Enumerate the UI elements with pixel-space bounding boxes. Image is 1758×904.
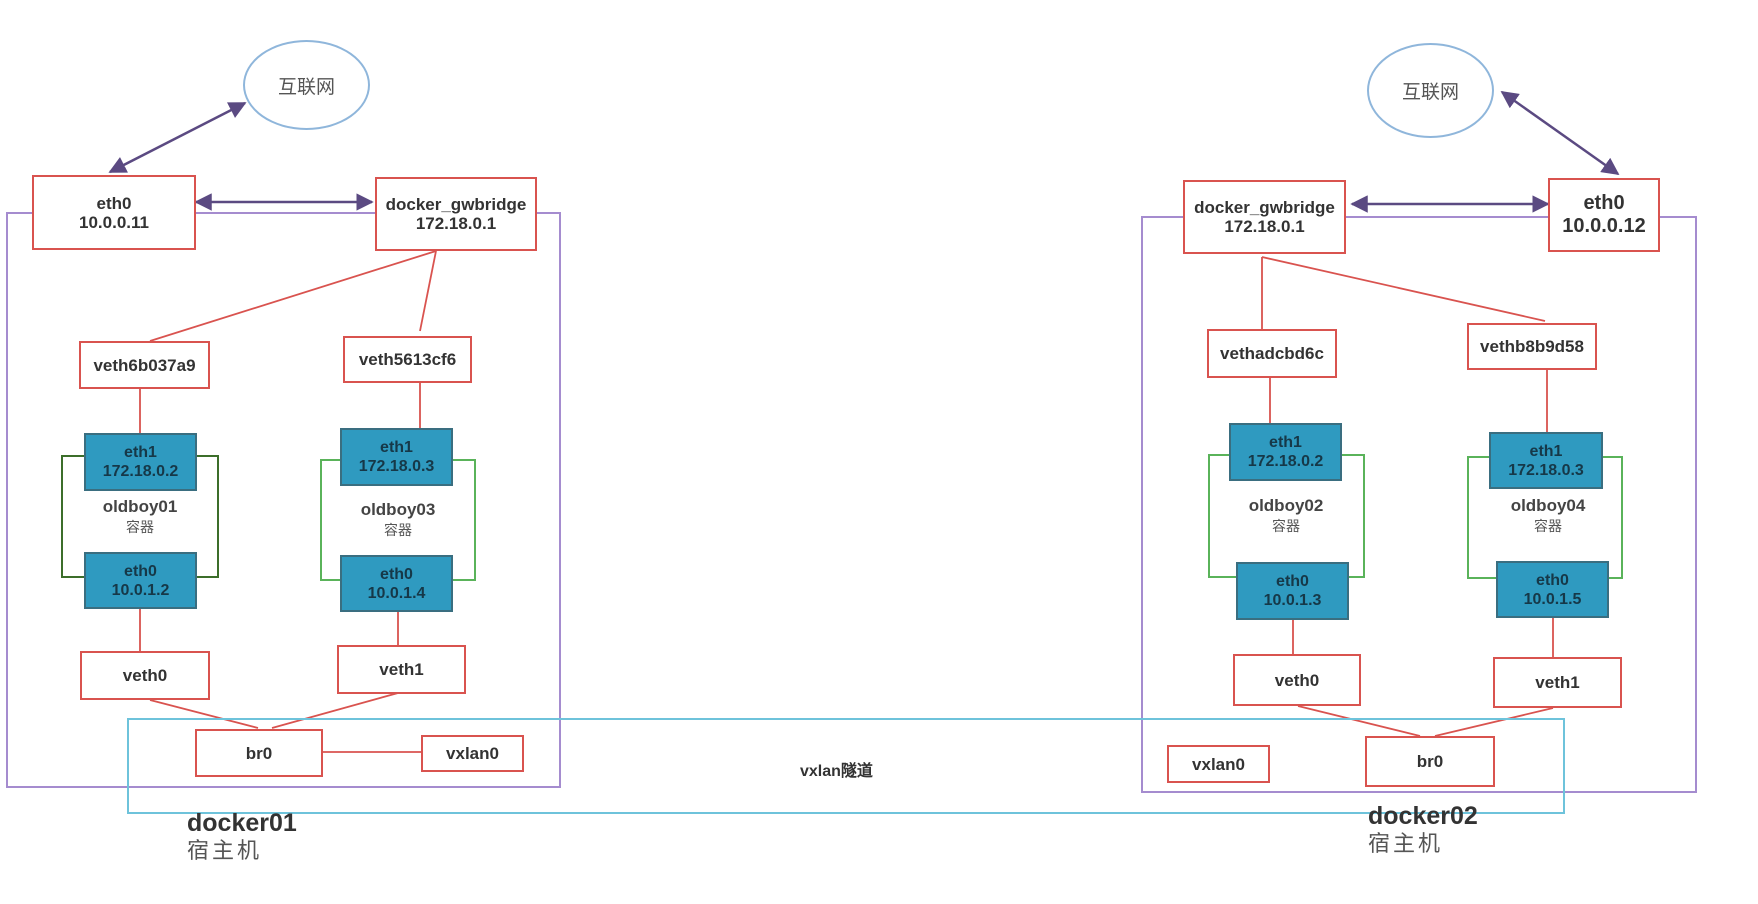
link-gwbridge-vethb8b9d58: [1261, 256, 1546, 322]
veth-gw-oldboy02: vethadcbd6c: [1207, 329, 1337, 378]
host-frame-docker02: [1141, 216, 1697, 793]
vxlan-tunnel: [127, 718, 1565, 814]
veth-docker02-1: veth1: [1493, 657, 1622, 708]
internet-link-docker02: [1500, 90, 1620, 176]
vxlan0-docker01: vxlan0: [421, 735, 524, 772]
internet-cloud-docker01: 互联网: [243, 40, 370, 130]
vxlan0-docker02: vxlan0: [1167, 745, 1270, 783]
veth-gw-oldboy04: vethb8b9d58: [1467, 323, 1597, 370]
veth-docker02-0: veth0: [1233, 654, 1361, 706]
veth-gw-oldboy03: veth5613cf6: [343, 336, 472, 383]
link-veth1-br0-docker01: [271, 692, 399, 729]
veth-docker01-1: veth1: [337, 645, 466, 694]
veth-gw-oldboy01: veth6b037a9: [79, 341, 210, 389]
link-veth0-br0-docker02: [1297, 705, 1421, 737]
veth-docker01-0: veth0: [80, 651, 210, 700]
link-gwbridge-veth6b037a9: [149, 250, 437, 342]
host-frame-docker01: [6, 212, 561, 788]
internet-cloud-docker02: 互联网: [1367, 43, 1494, 138]
internet-link-docker01: [108, 101, 247, 174]
bridge-br0-docker02: br0: [1365, 736, 1495, 787]
vxlan-tunnel-label: vxlan隧道: [800, 763, 873, 780]
bridge-br0-docker01: br0: [195, 729, 323, 777]
link-veth0-br0-docker01: [149, 699, 259, 729]
link-veth1-br0-docker02: [1434, 707, 1554, 737]
link-gwbridge-veth5613cf6: [419, 250, 437, 332]
